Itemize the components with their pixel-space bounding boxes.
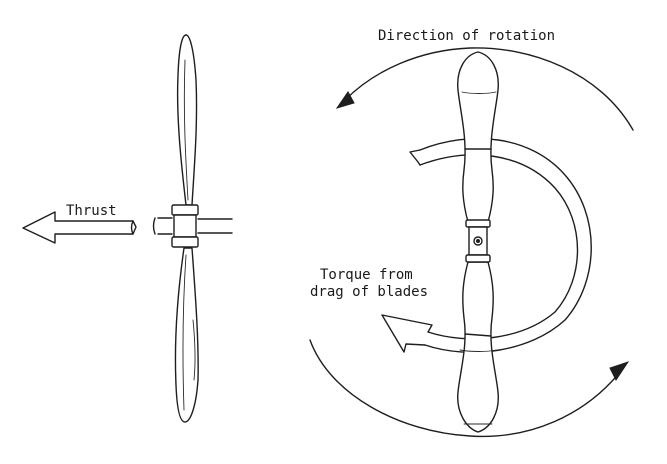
propeller-side-view xyxy=(22,34,233,423)
propeller-blade-lower xyxy=(174,247,199,423)
thrust-label: Thrust xyxy=(66,203,117,219)
propeller-hub-side xyxy=(171,204,199,248)
direction-of-rotation-label: Direction of rotation xyxy=(378,28,556,44)
rotation-direction-arc-upper xyxy=(335,47,634,131)
propeller-shaft xyxy=(152,217,233,235)
propeller-front-blades xyxy=(457,51,499,433)
rotation-direction-arc-lower xyxy=(309,339,630,438)
torque-label-line-1: Torque from xyxy=(320,267,413,283)
propeller-hub-front xyxy=(465,219,491,263)
thrust-arrow xyxy=(22,211,137,244)
propeller-front-view xyxy=(309,47,634,438)
torque-label-line-2: drag of blades xyxy=(310,284,429,300)
propeller-blade-upper xyxy=(176,34,198,206)
